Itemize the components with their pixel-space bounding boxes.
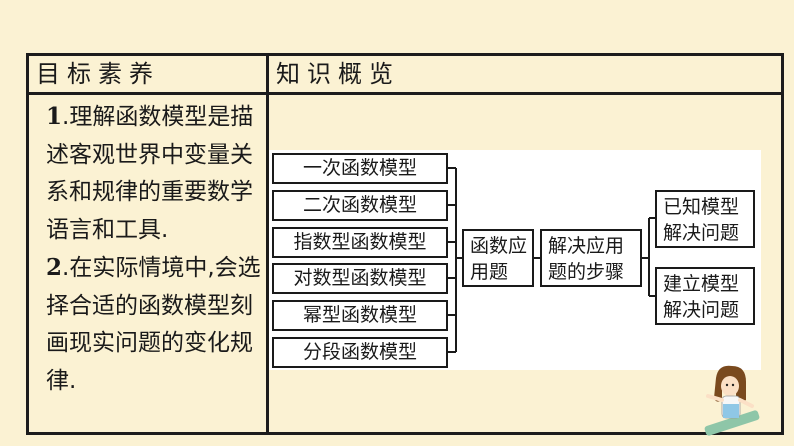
cartoon-girl-illustration — [704, 365, 760, 436]
build-model-box: 建立模型解决问题 — [655, 267, 755, 325]
model-piecewise: 分段函数模型 — [272, 337, 448, 368]
overview-header: 知识概览 — [276, 60, 400, 88]
model-quadratic: 二次函数模型 — [272, 190, 448, 221]
goals-text: 1.理解函数模型是描述客观世界中变量关系和规律的重要数学语言和工具. 2.在实际… — [46, 98, 266, 400]
known-model-box: 已知模型解决问题 — [655, 190, 755, 248]
model-power: 幂型函数模型 — [272, 300, 448, 331]
column-divider — [266, 53, 269, 435]
table-frame — [26, 53, 784, 435]
goal-item-2: 2.在实际情境中,会选择合适的函数模型刻画现实问题的变化规律. — [46, 254, 261, 394]
model-exponential: 指数型函数模型 — [272, 227, 448, 258]
goals-header: 目标素养 — [36, 60, 160, 88]
solving-steps-box: 解决应用题的步骤 — [540, 229, 642, 287]
application-problem-box: 函数应用题 — [462, 229, 534, 287]
model-linear: 一次函数模型 — [272, 153, 448, 184]
header-divider — [26, 92, 784, 95]
goal-item-1: 1.理解函数模型是描述客观世界中变量关系和规律的重要数学语言和工具. — [46, 103, 254, 243]
model-logarithmic: 对数型函数模型 — [272, 263, 448, 294]
